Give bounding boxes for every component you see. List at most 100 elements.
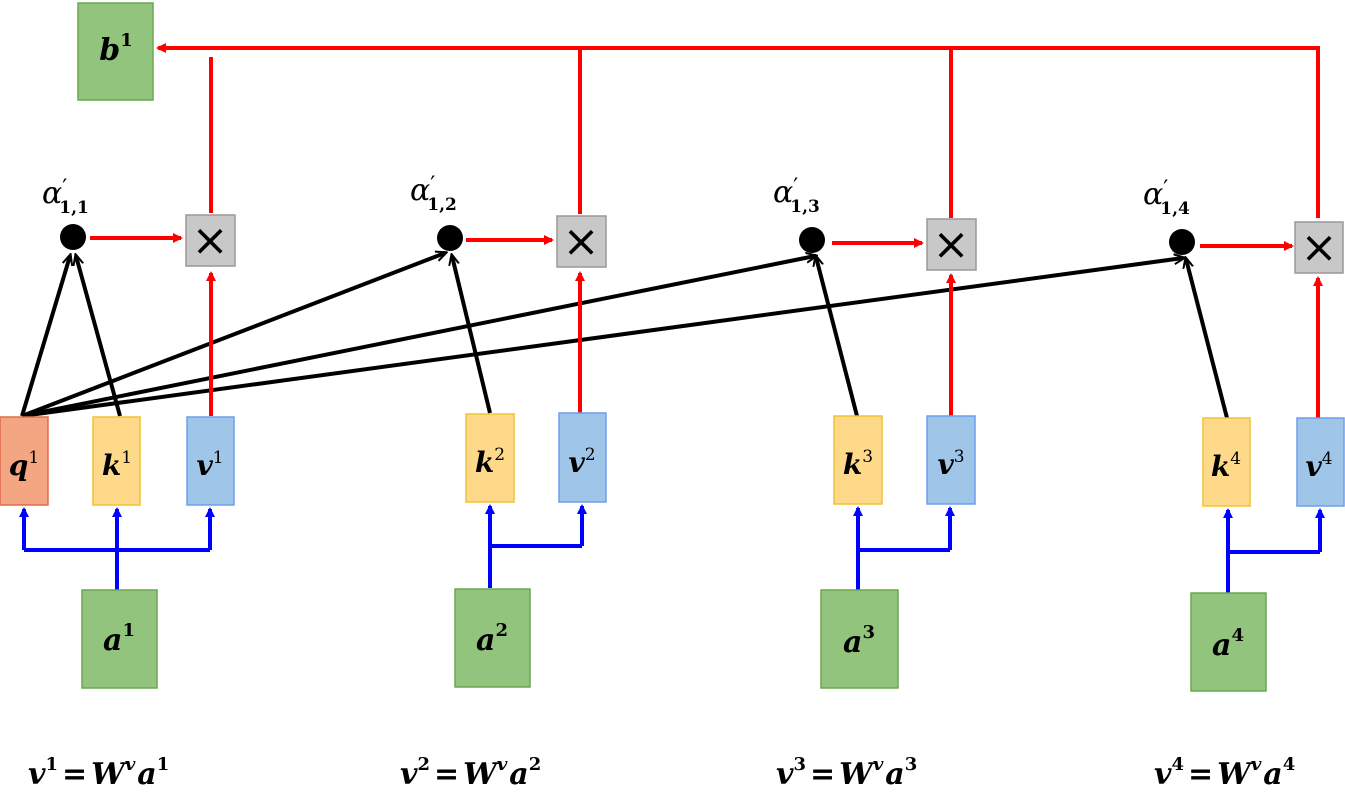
value-label-sup-1: 1: [213, 448, 224, 468]
multiply-box-2: [556, 215, 607, 268]
input-label-2: a: [476, 623, 495, 658]
input-arrows-2: [485, 504, 587, 588]
weight-arrows-1: [90, 233, 216, 416]
key-box-2: [465, 413, 515, 503]
multiply-box-1: [185, 214, 236, 267]
alpha-prime-4: ′: [1163, 177, 1168, 202]
svg-text:v4: v4: [1305, 449, 1332, 483]
value-label-1: v: [196, 449, 213, 482]
svg-text:a3: a3: [843, 622, 875, 660]
attention-arrows-3: [816, 257, 859, 417]
equation-4: v4=Wva4: [1154, 754, 1295, 792]
column-3: k3 v3 a3 α′1,3 × v3=Wva3: [773, 175, 977, 792]
attention-arrows-4: [1186, 259, 1229, 419]
input-label-3: a: [843, 625, 862, 660]
alpha-prime-1: ′: [62, 176, 67, 201]
input-box-4: [1190, 592, 1267, 692]
key-label-sup-4: 4: [1230, 449, 1241, 469]
key-box-1: [92, 416, 141, 506]
column-1: q1 k1 v1 a1 α′1,1 × v1=Wva1: [0, 176, 1183, 792]
input-arrows-1: [19, 507, 215, 590]
attention-score-dot-2: [437, 225, 463, 251]
multiply-icon-1: ×: [192, 215, 229, 266]
attention-score-dot-4: [1169, 229, 1195, 255]
svg-text:k1: k1: [102, 448, 132, 482]
attention-arrows-1: [20, 253, 1183, 418]
svg-text:α′1,2: α′1,2: [410, 173, 457, 215]
output-label-sup: 1: [120, 30, 133, 51]
value-box-4: [1296, 417, 1345, 507]
value-label-4: v: [1305, 450, 1322, 483]
alpha-sub-1: 1,1: [59, 198, 89, 218]
input-box-3: [820, 589, 899, 689]
value-label-sup-4: 4: [1322, 449, 1333, 469]
output-label: b: [99, 33, 120, 68]
query-label-1: q: [9, 449, 29, 482]
equation-3: v3=Wva3: [776, 754, 917, 792]
value-label-2: v: [568, 446, 585, 479]
column-4: k4 v4 a4 α′1,4 × v4=Wva4: [1143, 177, 1345, 792]
output-node: b1: [77, 2, 154, 101]
output-bus-line: [156, 43, 1320, 218]
alpha-sub-3: 1,3: [790, 197, 820, 217]
multiply-icon-2: ×: [563, 216, 600, 267]
svg-text:α′1,1: α′1,1: [42, 176, 89, 218]
input-arrows-3: [853, 506, 955, 590]
svg-text:v3: v3: [937, 447, 964, 481]
value-label-sup-3: 3: [954, 447, 965, 467]
alpha-sub-2: 1,2: [427, 195, 457, 215]
value-box-2: [558, 412, 607, 503]
equation-2: v2=Wva2: [400, 754, 541, 792]
equation-1: v1=Wva1: [28, 754, 169, 792]
input-label-sup-1: 1: [122, 620, 135, 641]
input-arrows-4: [1223, 508, 1325, 593]
weight-arrows-3: [832, 238, 956, 416]
value-box-3: [926, 415, 976, 505]
key-label-1: k: [102, 449, 121, 482]
alpha-prime-2: ′: [430, 173, 435, 198]
svg-text:q1: q1: [9, 448, 39, 482]
column-2: k2 v2 a2 α′1,2 × v2=Wva2: [400, 173, 607, 792]
alpha-label-3: α: [773, 175, 793, 210]
input-label-sup-3: 3: [862, 622, 875, 643]
key-label-2: k: [475, 446, 494, 479]
alpha-label-4: α: [1143, 177, 1163, 212]
input-box-1: [81, 589, 158, 689]
svg-text:v1: v1: [196, 448, 223, 482]
alpha-sub-4: 1,4: [1160, 199, 1190, 219]
svg-text:k2: k2: [475, 445, 505, 479]
multiply-box-4: [1294, 221, 1344, 274]
key-label-3: k: [843, 448, 862, 481]
attention-score-dot-1: [60, 224, 86, 250]
svg-text:v2: v2: [568, 445, 595, 479]
svg-text:α′1,4: α′1,4: [1143, 177, 1190, 219]
key-label-sup-2: 2: [494, 445, 505, 465]
svg-text:a2: a2: [476, 620, 508, 658]
input-box-2: [454, 588, 531, 688]
output-node-box: [77, 2, 154, 101]
input-label-4: a: [1212, 628, 1231, 663]
alpha-prime-3: ′: [793, 175, 798, 200]
attention-score-dot-3: [799, 227, 825, 253]
svg-text:a1: a1: [103, 620, 135, 658]
value-label-sup-2: 2: [585, 445, 596, 465]
value-box-1: [186, 416, 235, 506]
multiply-icon-3: ×: [933, 219, 970, 270]
key-label-sup-1: 1: [121, 448, 132, 468]
attention-arrows-2: [452, 256, 492, 414]
output-bus: [156, 43, 1320, 218]
multiply-box-3: [926, 218, 977, 271]
weight-arrows-2: [466, 235, 585, 413]
alpha-label-1: α: [42, 176, 62, 211]
query-label-sup-1: 1: [28, 448, 39, 468]
value-label-3: v: [937, 448, 954, 481]
key-box-3: [833, 415, 883, 505]
multiply-icon-4: ×: [1301, 222, 1338, 273]
input-label-sup-2: 2: [495, 620, 508, 641]
svg-text:k3: k3: [843, 447, 873, 481]
input-label-sup-4: 4: [1231, 625, 1244, 646]
svg-text:α′1,3: α′1,3: [773, 175, 820, 217]
svg-text:k4: k4: [1211, 449, 1241, 483]
key-label-4: k: [1211, 450, 1230, 483]
